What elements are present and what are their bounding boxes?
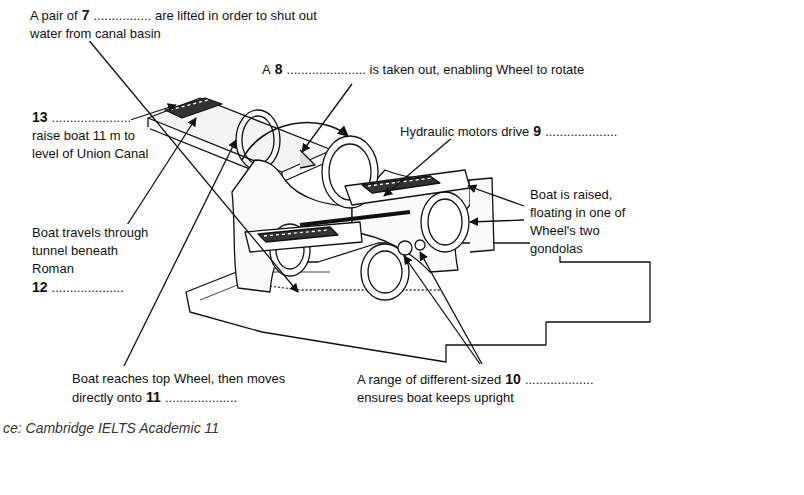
label-group: Boat reaches top Wheel, then moves direc…: [72, 370, 304, 407]
callout-number: 7: [82, 7, 90, 23]
callout-number: 8: [275, 61, 283, 77]
callout-number: 12: [32, 279, 48, 295]
label-group: 13...................... raise boat 11 m …: [32, 108, 150, 163]
annotation-text: A: [262, 62, 271, 77]
annotation-text: Boat travels through tunnel beneath Roma…: [32, 224, 154, 278]
annotation-text: ......................: [52, 110, 131, 125]
label-group: Boat travels through tunnel beneath Roma…: [32, 224, 154, 297]
aqueduct: [148, 98, 332, 172]
annotation-text: ....................: [165, 390, 237, 405]
annotation-text: Boat is raised, floating in one of Wheel…: [530, 187, 625, 256]
source-caption: ce: Cambridge IELTS Academic 11: [3, 420, 219, 436]
callout-number: 13: [32, 109, 48, 125]
label-group: A8...................... is taken out, e…: [262, 60, 682, 79]
annotation-text: ....................: [52, 280, 124, 295]
annotation-text: A range of different-sized: [357, 372, 501, 387]
label-group: Boat is raised, floating in one of Wheel…: [530, 186, 648, 258]
annotation-text: Hydraulic motors drive: [400, 124, 529, 139]
annotation-text: ...................... is taken out, ena…: [286, 62, 584, 77]
callout-number: 9: [533, 123, 541, 139]
annotation-text: ensures boat keeps upright: [357, 389, 637, 407]
annotation-text: raise boat 11 m to level of Union Canal: [32, 127, 150, 163]
callout-number: 10: [505, 371, 521, 387]
label-group: A pair of7................ are lifted in…: [30, 6, 330, 43]
label-group: Hydraulic motors drive 9.................…: [400, 122, 700, 141]
label-group: A range of different-sized 10............…: [357, 370, 637, 407]
annotation-text: ....................: [545, 124, 617, 139]
annotation-text: A pair of: [30, 8, 78, 23]
callout-number: 11: [146, 389, 161, 405]
annotation-text: ...................: [525, 372, 594, 387]
